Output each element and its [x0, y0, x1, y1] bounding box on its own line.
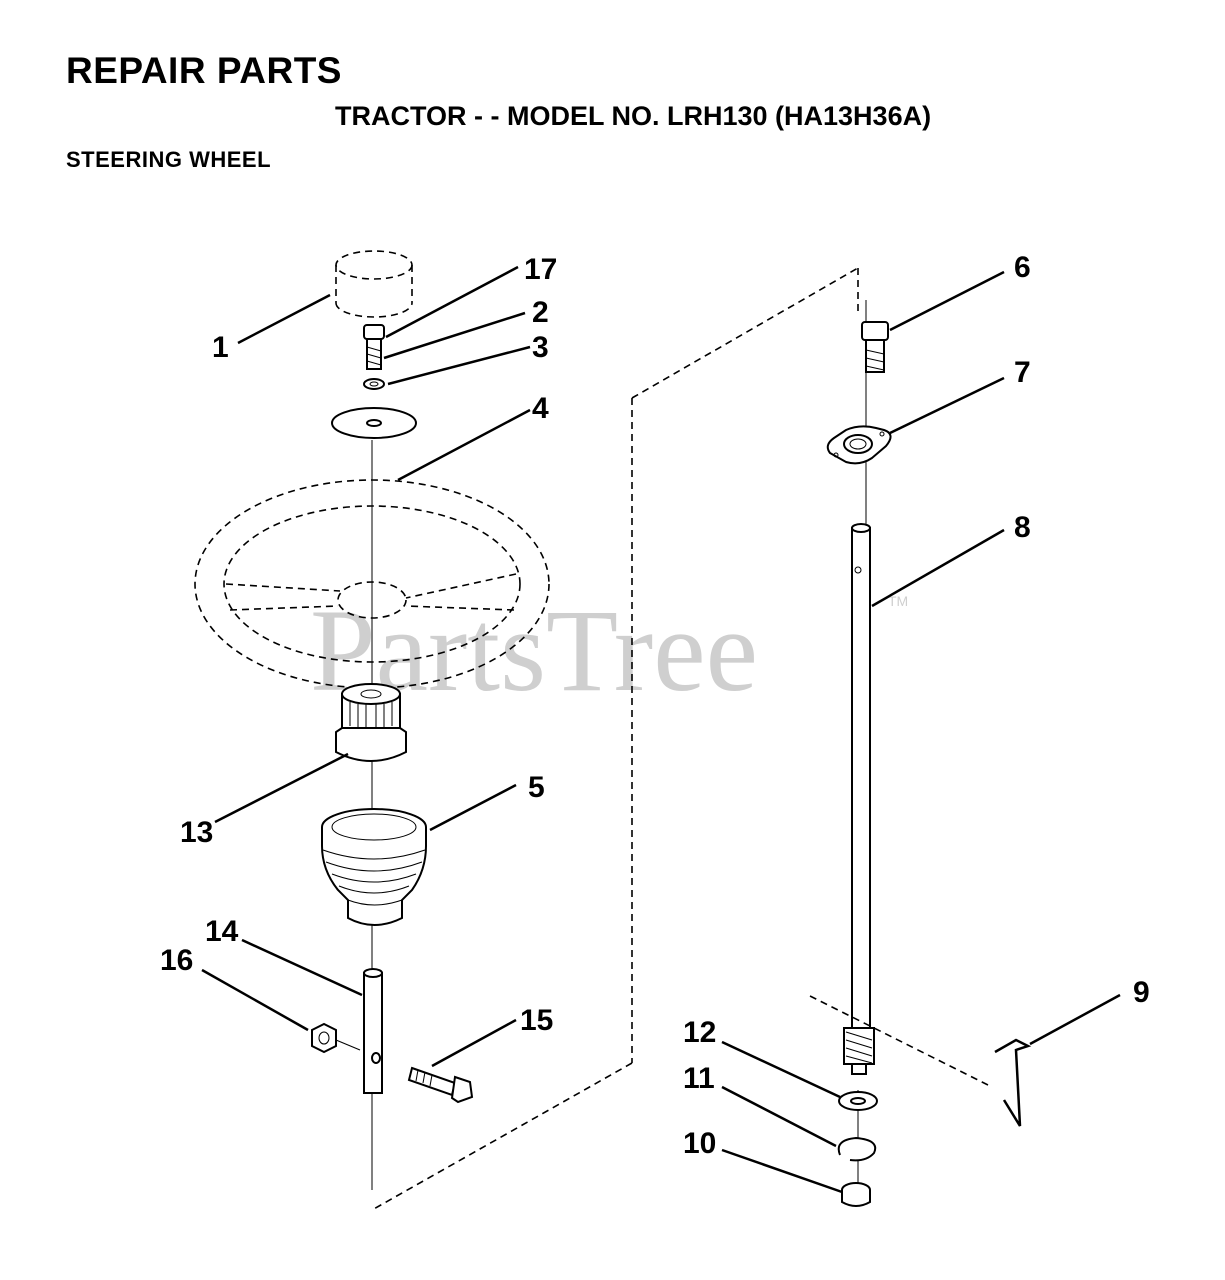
part-bolt [363, 324, 385, 370]
part-nut [311, 1022, 361, 1054]
callout-4: 4 [532, 392, 549, 425]
model-subtitle: TRACTOR - - MODEL NO. LRH130 (HA13H36A) [335, 101, 932, 131]
part-retaining-ring [837, 1136, 877, 1162]
part-shaft-washer [838, 1091, 878, 1111]
callout-10: 10 [683, 1127, 716, 1160]
part-flange-bolt [861, 321, 889, 373]
callout-1: 1 [212, 331, 229, 364]
callout-7: 7 [1014, 356, 1031, 389]
part-steering-wheel [194, 479, 550, 689]
callout-6: 6 [1014, 251, 1031, 284]
page-title: REPAIR PARTS [66, 50, 342, 91]
part-flange-bearing [826, 425, 892, 465]
part-steering-shaft [851, 523, 871, 1041]
watermark-trademark: TM [888, 593, 908, 609]
section-title: STEERING WHEEL [66, 147, 272, 172]
part-washer [331, 407, 417, 439]
part-bushing [841, 1182, 871, 1207]
part-pinion-gear [843, 1027, 875, 1075]
callout-17: 17 [524, 253, 557, 286]
assembly-frame-dashed [371, 267, 859, 1211]
callout-5: 5 [528, 771, 545, 804]
callout-11: 11 [683, 1062, 715, 1095]
callout-15: 15 [520, 1004, 553, 1037]
part-lock-washer [363, 378, 385, 390]
callout-2: 2 [532, 296, 549, 329]
callout-3: 3 [532, 331, 549, 364]
callout-13: 13 [180, 816, 213, 849]
part-horn-cap [335, 250, 413, 318]
callout-16: 16 [160, 944, 193, 977]
part-spring-clip [809, 995, 1032, 1127]
part-spline-adapter [335, 683, 407, 762]
callout-12: 12 [683, 1016, 716, 1049]
part-upper-shaft [363, 968, 383, 1094]
leader-lines [201, 265, 1121, 1194]
part-steering-boot [321, 808, 427, 926]
callout-8: 8 [1014, 511, 1031, 544]
callout-9: 9 [1133, 976, 1150, 1009]
part-cross-bolt [407, 1066, 474, 1104]
callout-14: 14 [205, 915, 239, 948]
